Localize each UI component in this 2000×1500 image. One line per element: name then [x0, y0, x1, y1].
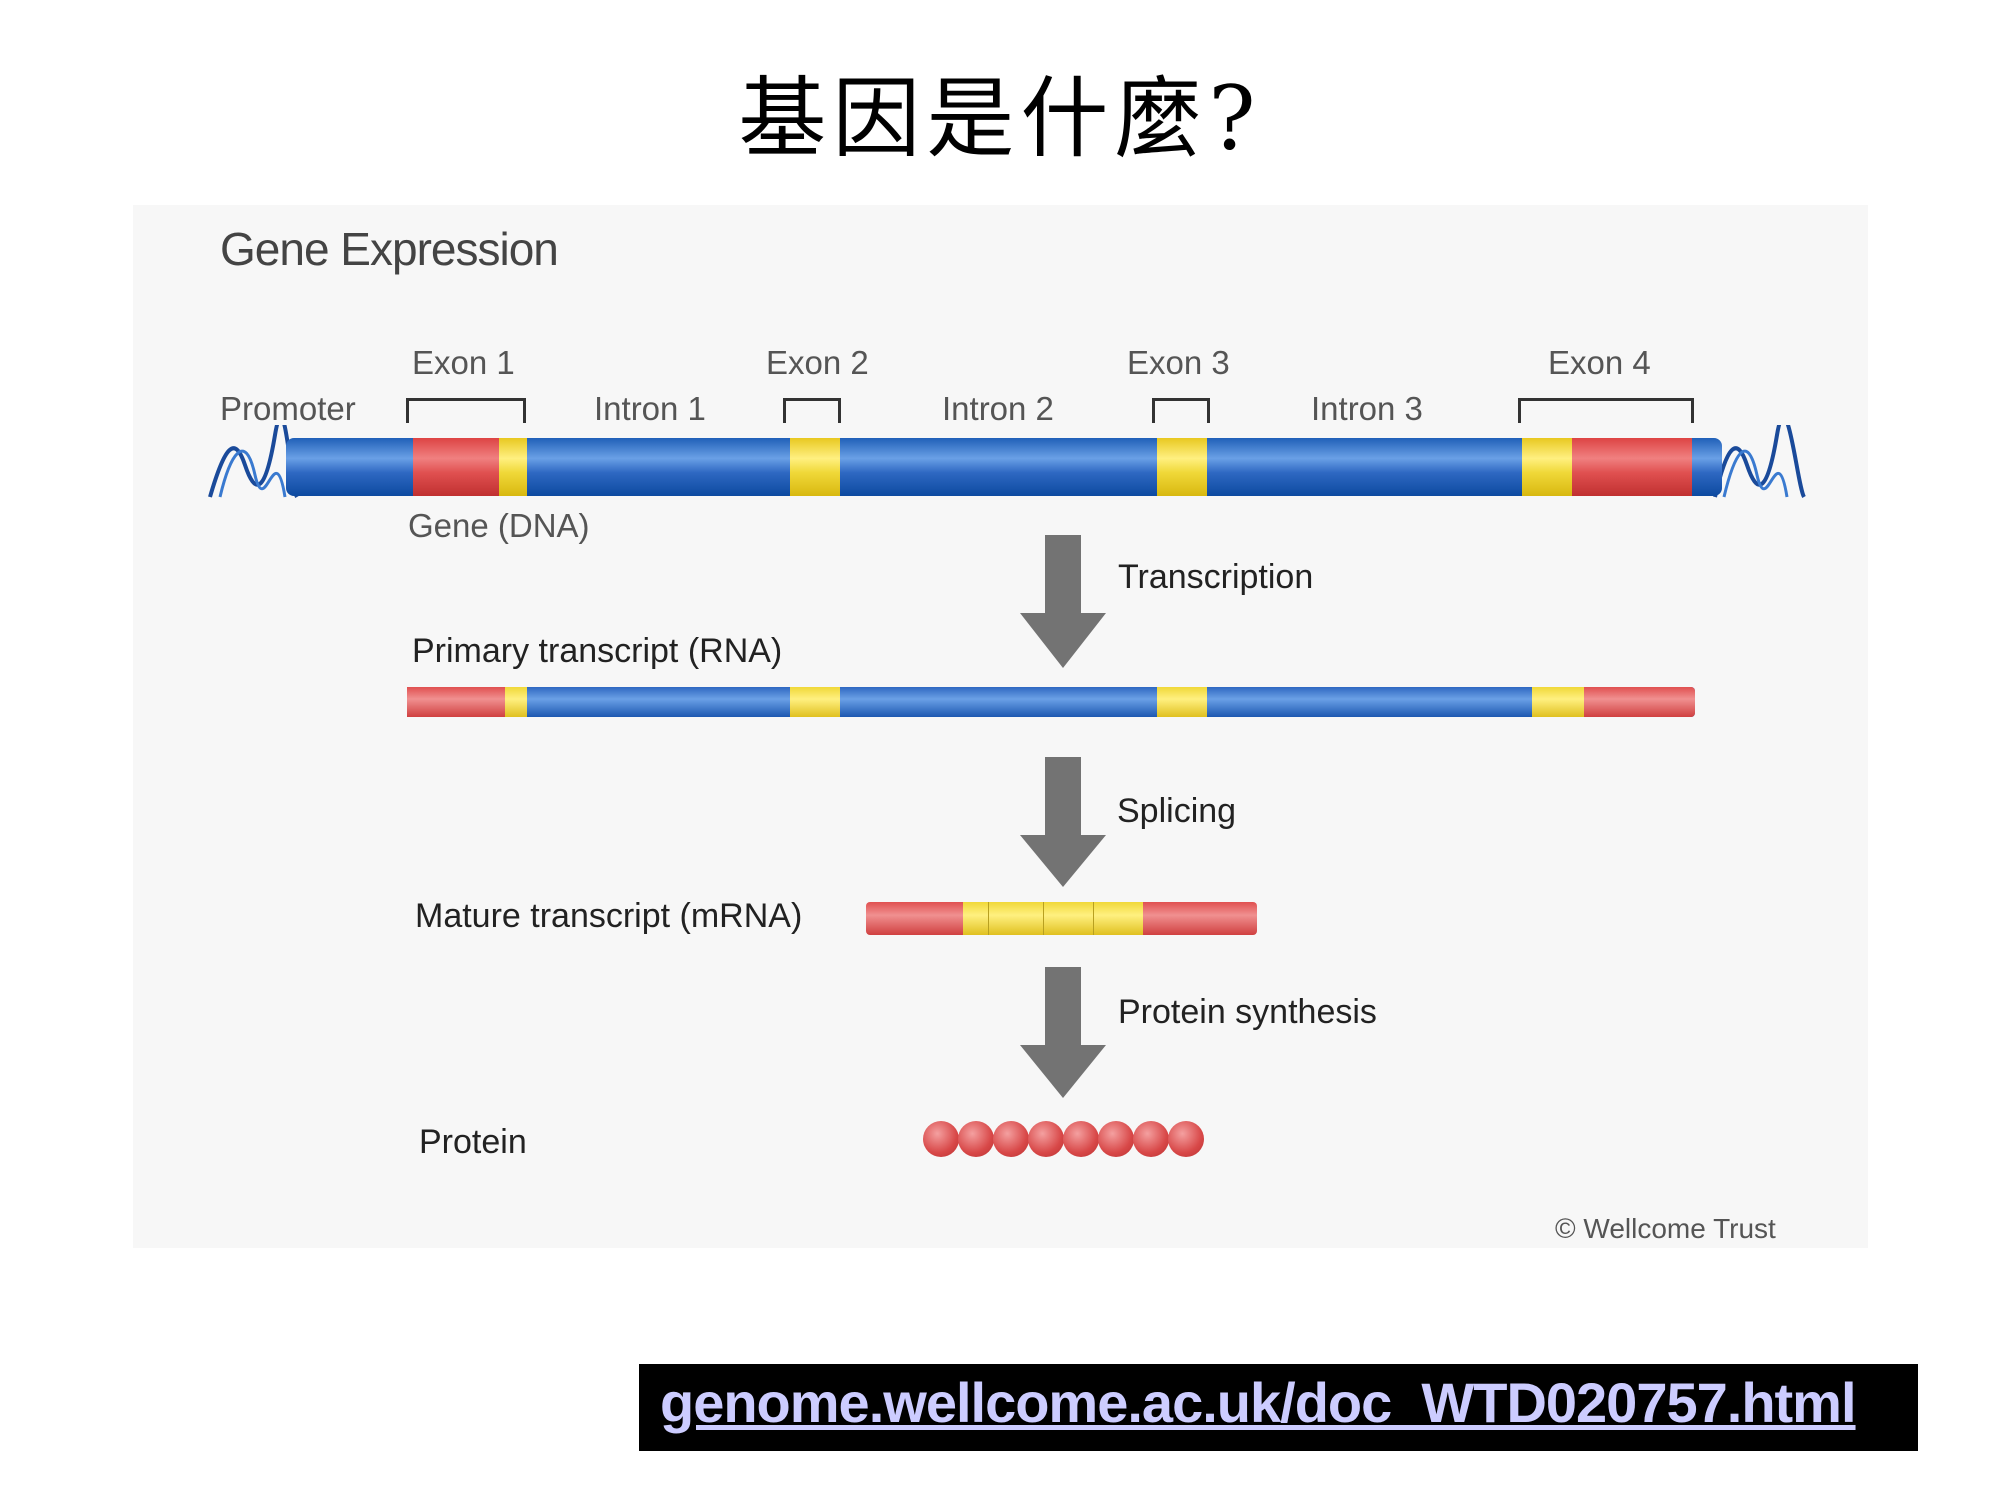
- dna-exon-1: [499, 438, 527, 496]
- amino-acid-bead: [993, 1121, 1029, 1157]
- amino-acid-bead: [958, 1121, 994, 1157]
- transcription-label: Transcription: [1118, 558, 1314, 596]
- rna-utr-5: [407, 687, 505, 717]
- primary-transcript-bar: [407, 687, 1695, 717]
- amino-acid-bead: [1133, 1121, 1169, 1157]
- arrow-head-icon: [1020, 835, 1106, 887]
- mrna-coding-region: [963, 902, 1143, 935]
- dna-exon-4: [1522, 438, 1572, 496]
- rna-exon-2: [790, 687, 840, 717]
- exon-3-label: Exon 3: [1127, 344, 1230, 381]
- amino-acid-bead: [1063, 1121, 1099, 1157]
- transcription-arrow: [1045, 535, 1081, 613]
- gene-dna-label: Gene (DNA): [408, 507, 590, 544]
- dna-exon-2: [790, 438, 840, 496]
- mature-transcript-label: Mature transcript (mRNA): [415, 897, 803, 935]
- protein-chain: [923, 1121, 1204, 1157]
- exon-2-bracket: [783, 398, 841, 423]
- splicing-label: Splicing: [1117, 792, 1237, 830]
- credit-text: © Wellcome Trust: [1555, 1213, 1776, 1244]
- exon-3-bracket: [1152, 398, 1210, 423]
- diagram-title: Gene Expression: [220, 223, 559, 275]
- amino-acid-bead: [1098, 1121, 1134, 1157]
- protein-label: Protein: [419, 1123, 527, 1161]
- exon-2-label: Exon 2: [766, 344, 869, 381]
- protein-synthesis-arrow: [1045, 967, 1081, 1045]
- protein-synthesis-label: Protein synthesis: [1118, 993, 1377, 1031]
- exon-4-label: Exon 4: [1548, 344, 1651, 381]
- exon-1-bracket: [406, 398, 526, 423]
- dna-utr-5: [413, 438, 499, 496]
- intron-2-label: Intron 2: [942, 390, 1054, 427]
- right-helix-icon: [1713, 425, 1806, 499]
- intron-3-label: Intron 3: [1311, 390, 1423, 427]
- promoter-label: Promoter: [220, 390, 356, 427]
- rna-exon-3: [1157, 687, 1207, 717]
- dna-exon-3: [1157, 438, 1207, 496]
- dna-utr-3: [1572, 438, 1692, 496]
- gene-expression-diagram: [133, 205, 1868, 1248]
- rna-exon-1: [505, 687, 527, 717]
- link-box: [639, 1364, 1918, 1451]
- rna-utr-3: [1584, 687, 1695, 717]
- arrow-head-icon: [1020, 1045, 1106, 1098]
- exon-1-label: Exon 1: [412, 344, 515, 381]
- slide-title: 基因是什麼?: [738, 67, 1262, 170]
- primary-transcript-label: Primary transcript (RNA): [412, 632, 783, 670]
- rna-exon-4: [1532, 687, 1584, 717]
- source-link[interactable]: genome.wellcome.ac.uk/doc_WTD020757.html: [660, 1371, 1857, 1434]
- amino-acid-bead: [923, 1121, 959, 1157]
- splicing-arrow: [1045, 757, 1081, 835]
- intron-1-label: Intron 1: [594, 390, 706, 427]
- amino-acid-bead: [1028, 1121, 1064, 1157]
- arrow-head-icon: [1020, 613, 1106, 668]
- amino-acid-bead: [1168, 1121, 1204, 1157]
- exon-4-bracket: [1518, 398, 1694, 423]
